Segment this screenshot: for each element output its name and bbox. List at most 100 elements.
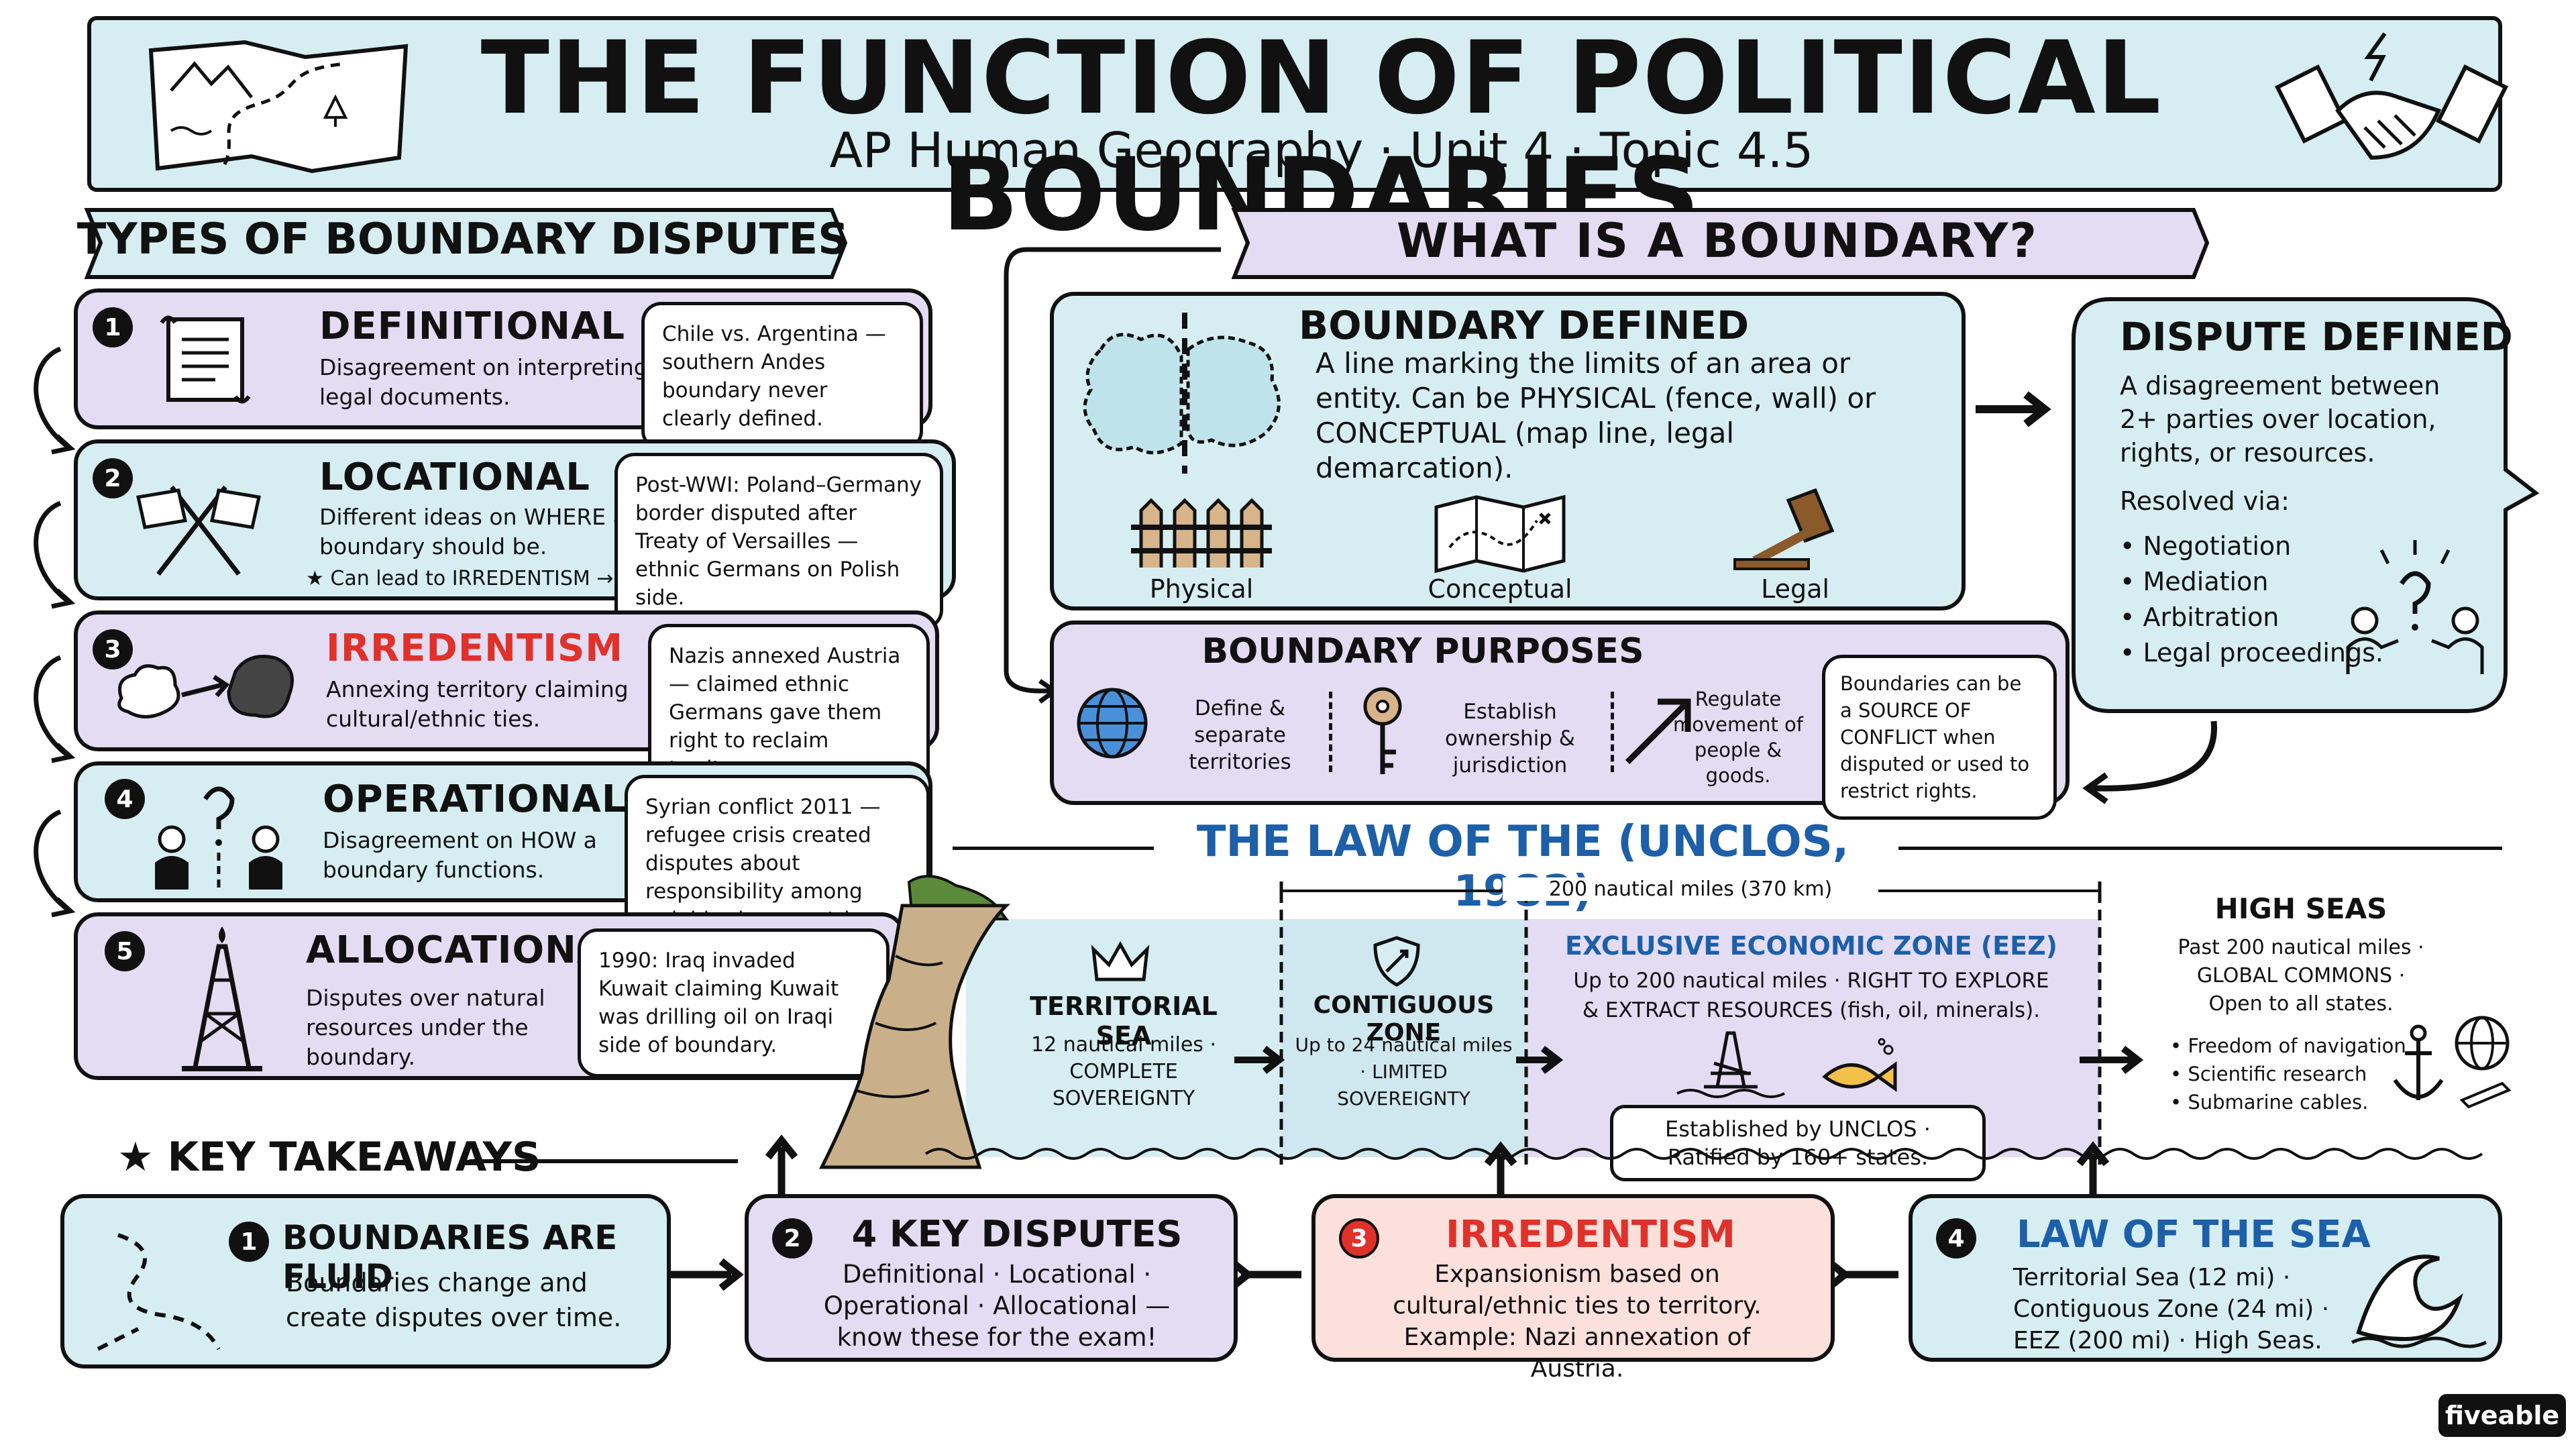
high-seas-list: • Freedom of navigation • Scientific res… — [2170, 1032, 2406, 1116]
icon-label-conceptual: Conceptual — [1428, 574, 1572, 604]
dispute-example: Chile vs. Argentina — southern Andes bou… — [641, 302, 923, 451]
high-seas-item: • Freedom of navigation — [2170, 1034, 2406, 1057]
dispute-bubble-shape — [2072, 297, 2540, 713]
conflict-callout: Boundaries can be a SOURCE OF CONFLICT w… — [1822, 655, 2057, 820]
anchor-globe-icon — [2393, 1016, 2512, 1109]
takeaway-title: BOUNDARIES ARE FLUID — [282, 1218, 618, 1296]
resolved-label: Resolved via: — [2120, 486, 2290, 516]
dispute-title: IRREDENTISM — [326, 627, 624, 670]
crown-icon — [1091, 941, 1150, 981]
shield-icon — [1373, 936, 1420, 987]
dispute-number: 5 — [105, 931, 145, 971]
sea-rule-right — [1898, 847, 2502, 850]
purpose-ownership: Establish ownership & jurisdiction — [1445, 700, 1575, 777]
zone-dividers — [1279, 881, 2102, 1167]
key-icon — [1363, 687, 1402, 774]
takeaway-number: 1 — [229, 1222, 269, 1262]
takeaway-card-3: 3 IRREDENTISM Expansionism based on cult… — [1311, 1194, 1835, 1383]
boundary-defined-card: BOUNDARY DEFINED A line marking the limi… — [1050, 292, 1966, 610]
dispute-card-definitional: 1 DEFINITIONAL Disagreement on interpret… — [74, 288, 932, 451]
contiguous-title: CONTIGUOUS ZONE — [1313, 991, 1495, 1046]
dispute-description: Different ideas on WHERE a boundary shou… — [319, 504, 627, 559]
high-seas-item: • Submarine cables. — [2170, 1091, 2369, 1114]
takeaway-number: 2 — [772, 1218, 812, 1258]
resolution-item: • Mediation — [2120, 567, 2269, 596]
takeaway-card-2: 2 4 KEY DISPUTES Definitional · Location… — [745, 1194, 1238, 1362]
boundary-defined-text: A line marking the limits of an area or … — [1316, 347, 1876, 484]
dispute-number: 2 — [93, 458, 133, 498]
takeaway-title: 4 KEY DISPUTES — [851, 1213, 1183, 1255]
dispute-defined-text: A disagreement between 2+ parties over l… — [2120, 371, 2440, 468]
zone-arrows — [1234, 1046, 2144, 1074]
dispute-card-irredentism: 3 IRREDENTISM Annexing territory claimin… — [74, 610, 939, 801]
icon-label-physical: Physical — [1149, 574, 1254, 604]
what-heading-banner — [1231, 208, 2210, 279]
purpose-regulate: Regulate movement of people & goods. — [1672, 688, 1803, 787]
boundary-purposes-title: BOUNDARY PURPOSES — [1201, 631, 1644, 672]
span-label: 200 nautical miles (370 km) — [1503, 877, 1878, 901]
eez-title: EXCLUSIVE ECONOMIC ZONE (EEZ) — [1565, 931, 2057, 961]
contiguous-text: Up to 24 nautical miles · LIMITED SOVERE… — [1295, 1034, 1513, 1110]
high-seas-item: • Scientific research — [2170, 1063, 2367, 1085]
eez-text: Up to 200 nautical miles · RIGHT TO EXPL… — [1573, 969, 2049, 1022]
sea-waves — [924, 1148, 2483, 1160]
territorial-text: 12 nautical miles · COMPLETE SOVEREIGNTY — [1030, 1033, 1217, 1110]
sea-title: THE LAW OF THE (UNCLOS, 1982) — [1196, 817, 1849, 916]
split-blob-icon — [1083, 313, 1281, 474]
fish-icon — [1822, 1038, 1897, 1092]
fence-icon — [1131, 498, 1272, 568]
annex-territory-icon — [117, 655, 294, 718]
high-seas-title: HIGH SEAS — [2214, 892, 2387, 925]
mediation-people-icon — [2346, 540, 2484, 674]
dispute-description: Disputes over natural resources under th… — [306, 985, 545, 1070]
takeaway-number: 4 — [1936, 1218, 1976, 1258]
takeaway-card-1: 1 BOUNDARIES ARE FLUID Boundaries change… — [60, 1194, 671, 1368]
movement-arrow-icon — [1625, 698, 1691, 765]
oil-derrick-icon — [182, 926, 262, 1071]
takeaway-text: Boundaries change and create disputes ov… — [286, 1268, 622, 1332]
resolution-item: • Legal proceedings. — [2120, 638, 2383, 667]
takeaway-text: Territorial Sea (12 mi) · Contiguous Zon… — [2013, 1264, 2330, 1354]
crossed-flags-icon — [136, 485, 262, 576]
divider — [1329, 692, 1332, 772]
takeaway-title: LAW OF THE SEA — [2017, 1213, 2371, 1256]
dispute-example: Post-WWI: Poland–Germany border disputed… — [614, 453, 943, 630]
icon-label-legal: Legal — [1761, 574, 1829, 604]
dispute-card-operational: 4 OPERATIONAL Disagreement on HOW a boun… — [74, 761, 932, 952]
wave-icon — [2351, 1254, 2487, 1348]
dashed-path-icon — [97, 1233, 221, 1351]
map-icon — [148, 40, 409, 174]
two-people-question-icon — [155, 786, 282, 893]
purpose-define: Define & separate territories — [1189, 696, 1291, 774]
takeaways-heading: ★ KEY TAKEAWAYS — [117, 1134, 541, 1181]
disputes-heading-banner — [84, 208, 848, 279]
dispute-description: Disagreement on HOW a boundary functions… — [323, 827, 597, 883]
dispute-title: OPERATIONAL — [323, 777, 627, 821]
takeaway-title: IRREDENTISM — [1445, 1213, 1736, 1256]
takeaway-text: Definitional · Locational · Operational … — [823, 1260, 1171, 1352]
flow-arrows-left — [34, 346, 76, 918]
dispute-description: Annexing territory claiming cultural/eth… — [326, 676, 629, 732]
high-seas-text: Past 200 nautical miles · GLOBAL COMMONS… — [2178, 936, 2424, 1016]
dispute-title: LOCATIONAL — [319, 455, 590, 499]
what-heading: WHAT IS A BOUNDARY? — [1397, 213, 2038, 268]
takeaway-text: Expansionism based on cultural/ethnic ti… — [1393, 1260, 1762, 1383]
divider — [1611, 692, 1614, 772]
resolution-item: • Negotiation — [2120, 531, 2292, 561]
disputes-heading: TYPES OF BOUNDARY DISPUTES — [76, 215, 849, 264]
resolution-list: • Negotiation • Mediation • Arbitration … — [2120, 529, 2383, 671]
boundary-defined-title: BOUNDARY DEFINED — [1299, 303, 1750, 348]
brand-badge: fiveable — [2438, 1394, 2566, 1437]
page-subtitle: AP Human Geography · Unit 4 · Topic 4.5 — [829, 122, 1814, 178]
unclos-note: Established by UNCLOS · Ratified by 160+… — [1610, 1105, 1986, 1181]
cliff-illustration — [818, 875, 1011, 1169]
scroll-icon — [160, 315, 251, 404]
dispute-card-locational: 2 LOCATIONAL Different ideas on WHERE a … — [74, 439, 956, 630]
dispute-number: 1 — [93, 307, 133, 347]
dispute-defined-title: DISPUTE DEFINED — [2120, 314, 2513, 360]
takeaways-rule — [470, 1159, 738, 1163]
dispute-number: 4 — [105, 779, 145, 819]
dispute-example: 1990: Iraq invaded Kuwait claiming Kuwai… — [578, 928, 890, 1077]
takeaway-number: 3 — [1339, 1218, 1379, 1258]
dispute-title: ALLOCATIONAL — [306, 928, 631, 972]
